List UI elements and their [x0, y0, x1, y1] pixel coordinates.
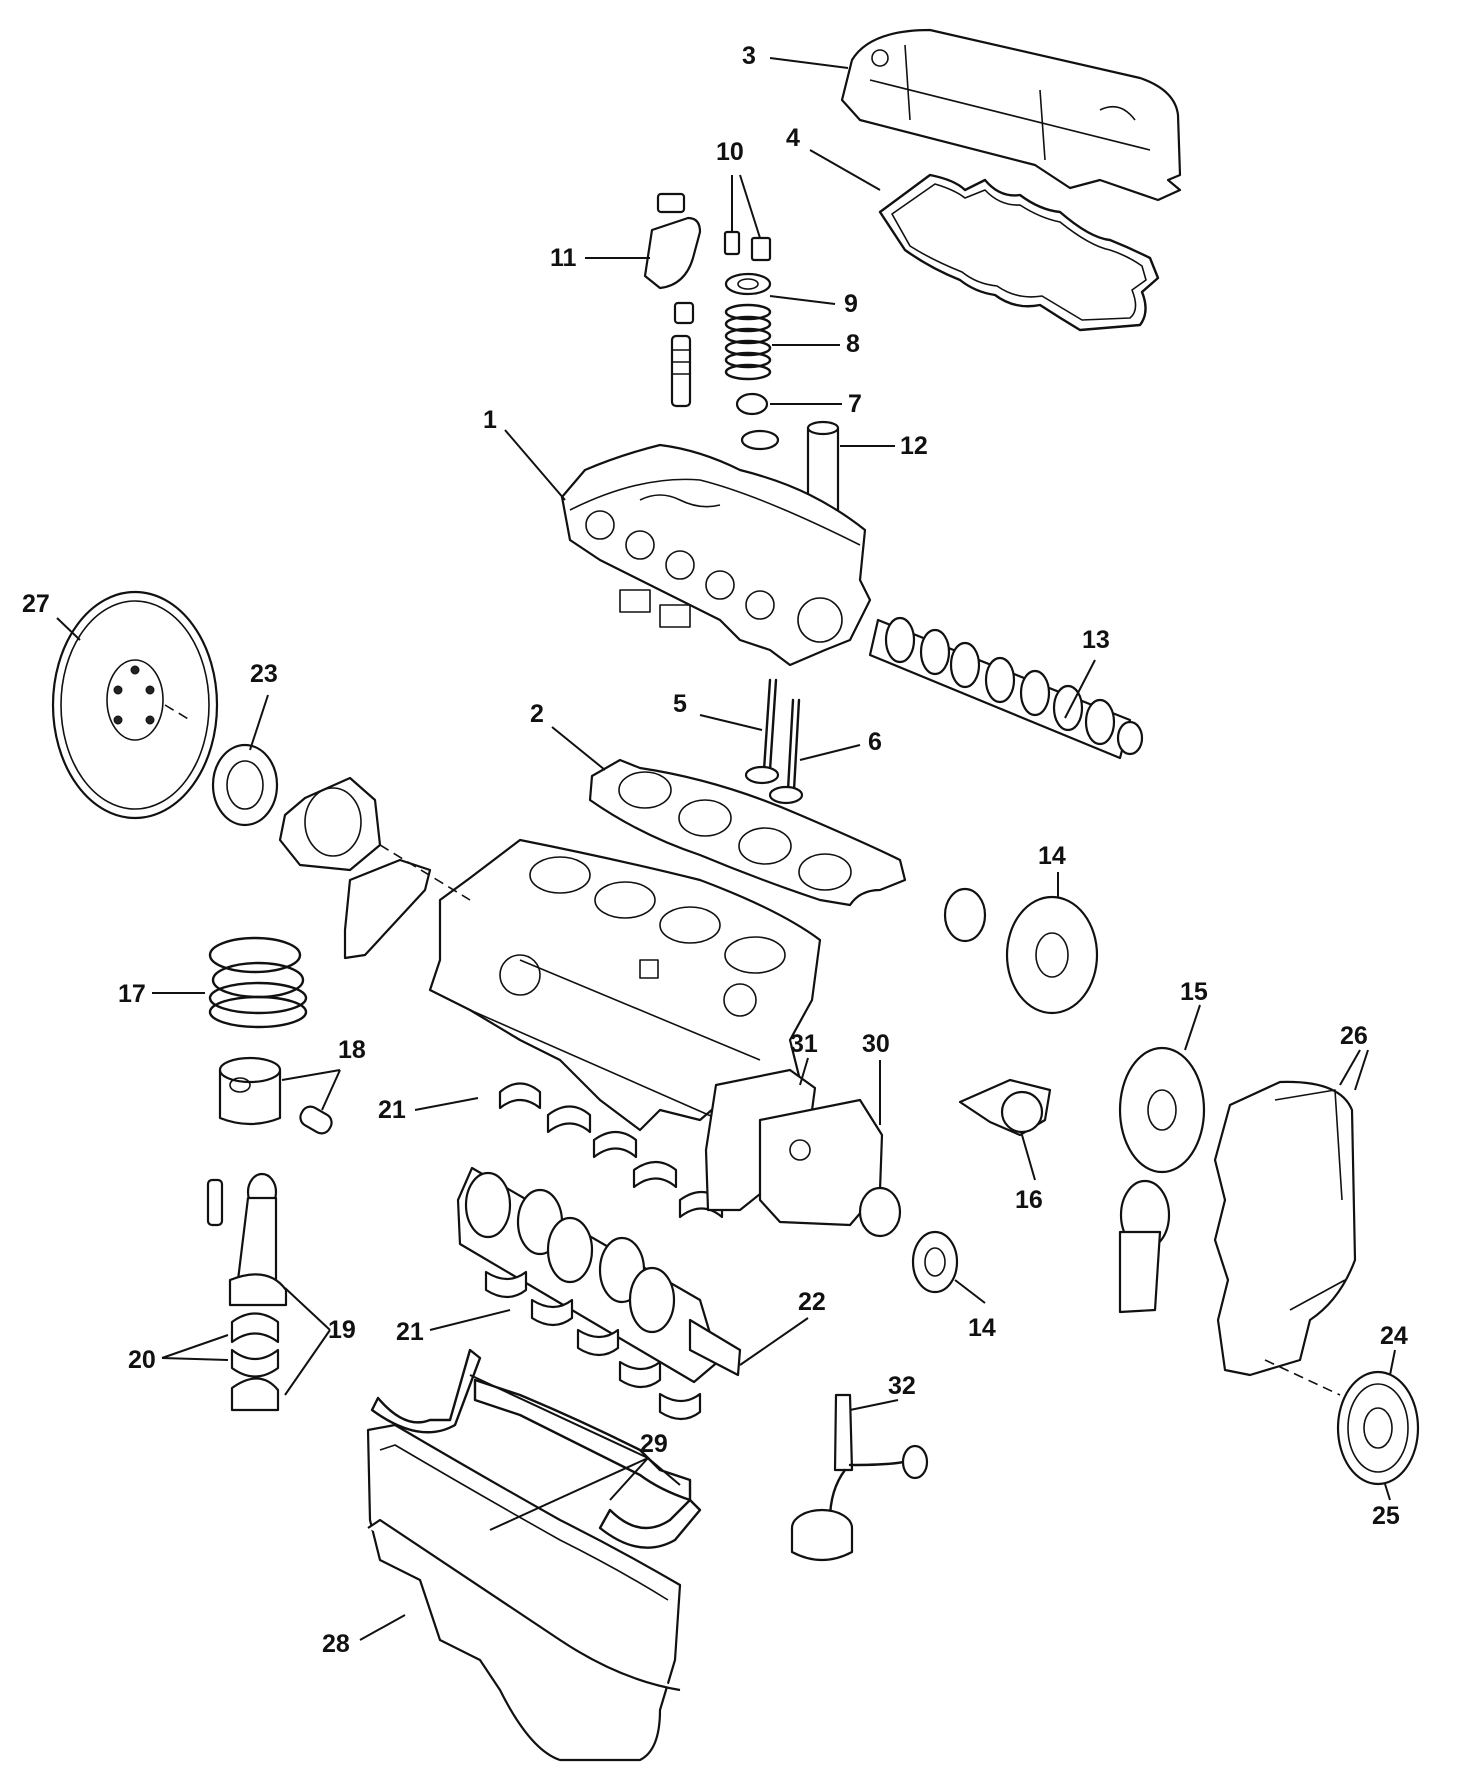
part-piston-rings — [208, 936, 308, 1029]
label-22: 22 — [798, 1288, 826, 1316]
part-oil-pan-gaskets — [370, 1348, 702, 1549]
label-14-upper: 14 — [1038, 842, 1066, 870]
label-12: 12 — [900, 432, 928, 460]
label-28: 28 — [322, 1630, 350, 1658]
part-valves — [744, 678, 804, 805]
part-valve-seal — [735, 392, 769, 416]
part-main-bearings-lower — [484, 1270, 702, 1421]
part-timing-cover — [1213, 1080, 1357, 1396]
label-21-upper: 21 — [378, 1096, 406, 1124]
label-9: 9 — [844, 290, 858, 318]
label-19: 19 — [328, 1316, 356, 1344]
label-30: 30 — [862, 1030, 890, 1058]
label-25: 25 — [1372, 1502, 1400, 1530]
part-cam-sprocket — [943, 887, 1099, 1015]
label-10: 10 — [716, 138, 744, 166]
label-11: 11 — [550, 244, 577, 272]
label-32: 32 — [888, 1372, 916, 1400]
label-4: 4 — [786, 124, 800, 152]
part-spring-retainer — [724, 272, 772, 296]
part-camshaft — [868, 616, 1144, 760]
part-cylinder-head — [560, 443, 872, 667]
label-27: 27 — [22, 590, 50, 618]
part-rear-main-seal — [211, 743, 279, 827]
label-8: 8 — [846, 330, 860, 358]
part-crankshaft — [456, 1166, 742, 1384]
label-6: 6 — [868, 728, 882, 756]
part-valve-spring — [724, 303, 772, 381]
part-valve-cover-gasket — [878, 173, 1160, 332]
label-3: 3 — [742, 42, 756, 70]
part-connecting-rod — [206, 1172, 288, 1412]
label-5: 5 — [673, 690, 687, 718]
label-1: 1 — [483, 406, 497, 434]
part-rod-bearings — [230, 1312, 280, 1378]
part-crank-pulley — [1336, 1370, 1420, 1486]
label-31: 31 — [790, 1030, 818, 1058]
label-17: 17 — [118, 980, 146, 1008]
label-16: 16 — [1015, 1186, 1043, 1214]
part-valve-keepers — [723, 230, 772, 262]
label-14-lower: 14 — [968, 1314, 996, 1342]
label-18: 18 — [338, 1036, 366, 1064]
label-15: 15 — [1180, 978, 1208, 1006]
part-oil-pickup — [790, 1393, 929, 1562]
label-21-lower: 21 — [396, 1318, 424, 1346]
part-valve-cover — [840, 28, 1182, 202]
part-rocker-arm — [643, 192, 702, 408]
part-labels: 1 2 3 4 5 6 7 8 9 10 11 12 13 14 14 15 1… — [22, 42, 1408, 1658]
part-idler-pulley — [1118, 1046, 1206, 1314]
part-spring-seat — [740, 429, 780, 451]
part-head-gasket — [588, 758, 907, 907]
part-rear-seal-retainer — [278, 776, 471, 960]
label-13: 13 — [1082, 626, 1110, 654]
leader-lines — [56, 57, 1396, 1641]
label-7: 7 — [848, 390, 862, 418]
part-engine-block — [428, 838, 822, 1132]
label-26: 26 — [1340, 1022, 1368, 1050]
part-piston-pin — [218, 1056, 333, 1135]
part-front-cover — [704, 1068, 902, 1238]
part-flexplate — [51, 590, 219, 820]
label-24: 24 — [1380, 1322, 1408, 1350]
part-oil-pan — [366, 1423, 682, 1762]
label-23: 23 — [250, 660, 278, 688]
part-belt-tensioner — [958, 1078, 1052, 1137]
label-2: 2 — [530, 700, 544, 728]
part-crank-sprocket — [911, 1230, 959, 1294]
label-29: 29 — [640, 1430, 668, 1458]
label-20: 20 — [128, 1346, 156, 1374]
